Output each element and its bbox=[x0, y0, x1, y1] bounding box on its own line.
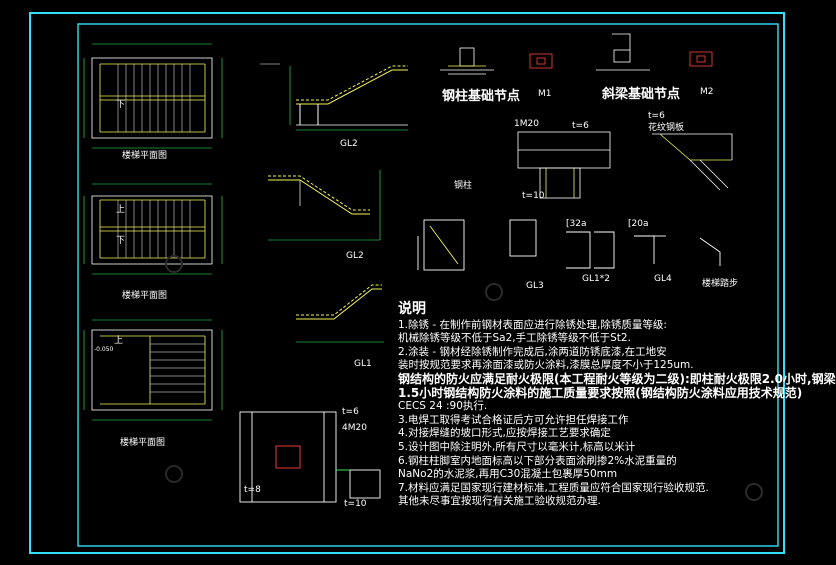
stair-step-label: 楼梯踏步 bbox=[702, 279, 739, 289]
t10-label-column: t=10 bbox=[522, 191, 545, 201]
stair-plan-1 bbox=[83, 43, 223, 149]
gl1-label: GL1 bbox=[354, 359, 372, 369]
inner-border bbox=[77, 23, 779, 547]
t6-label-plate: t=6 bbox=[342, 407, 359, 417]
column-base-title: 钢柱基础节点 bbox=[442, 89, 521, 104]
drawing-canvas: 楼梯平面图 楼梯平面图 楼梯平面图 下 上 下 上 -0.050 GL2 GL2… bbox=[29, 12, 836, 554]
steel-column-detail bbox=[517, 131, 611, 199]
note-line-7: CECS 24 :90执行. bbox=[398, 400, 488, 413]
beam-base-detail bbox=[596, 33, 713, 71]
plan-3-up: 上 bbox=[114, 336, 124, 346]
checkered-plate-detail bbox=[652, 133, 733, 191]
general-notes: 说明 1.除锈 - 在制作前钢材表面应进行除锈处理,除锈质量等级: 机械除锈等级… bbox=[398, 301, 836, 509]
plan-1-down: 下 bbox=[116, 100, 126, 110]
plan-2-up: 上 bbox=[116, 205, 126, 215]
note-line-8: 3.电焊工取得考试合格证后方可允许担任焊接工作 bbox=[398, 413, 629, 426]
note-line-14: 其他未尽事宜按现行有关施工验收规范办理. bbox=[398, 495, 601, 508]
c32a-label: [32a bbox=[566, 219, 587, 229]
note-line-6: 1.5小时钢结构防火涂料的施工质量要求按照(钢结构防火涂料应用技术规范) bbox=[398, 385, 803, 400]
note-line-13: 7.材料应满足国家现行建材标准,工程质量应符合国家现行验收规范. bbox=[398, 481, 709, 494]
note-line-12: NaNo2的水泥浆,再用C30混凝土包裹厚50mm bbox=[398, 468, 618, 481]
plan-2-down: 下 bbox=[116, 236, 126, 246]
gl1x2-label: GL1*2 bbox=[582, 274, 610, 284]
bolt-label: 1M20 bbox=[514, 119, 539, 129]
gl2-middle-label: GL2 bbox=[346, 251, 364, 261]
steel-column-label: 钢柱 bbox=[454, 181, 473, 191]
bottom-plate-detail bbox=[239, 411, 381, 503]
plan-1-title: 楼梯平面图 bbox=[122, 151, 168, 161]
plan-2-title: 楼梯平面图 bbox=[122, 291, 168, 301]
t6-label-top: t=6 bbox=[648, 111, 665, 121]
section-details bbox=[417, 219, 721, 271]
gl2-elevation-upper bbox=[260, 63, 408, 131]
stair-plan-2 bbox=[83, 183, 223, 275]
t10-label-plate: t=10 bbox=[344, 499, 367, 509]
note-line-3: 2.涂装 - 钢材经除锈制作完成后,涂两道防锈底漆,在工地安 bbox=[398, 345, 667, 358]
note-line-11: 6.钢柱柱脚室内地面标高以下部分表面涂刷掺2%水泥重量的 bbox=[398, 454, 677, 467]
checkered-plate-label: 花纹钢板 bbox=[648, 123, 685, 133]
gl2-upper-label: GL2 bbox=[340, 139, 358, 149]
gl2-elevation-middle bbox=[268, 170, 381, 241]
watermark bbox=[165, 255, 763, 507]
c20a-label: [20a bbox=[628, 219, 649, 229]
note-line-4: 装时按规范要求再涂面漆或防火涂料,漆膜总厚度不小于125um. bbox=[398, 359, 694, 372]
elevation-mark: -0.050 bbox=[94, 346, 114, 353]
note-line-9: 4.对接焊缝的坡口形式,应按焊接工艺要求确定 bbox=[398, 427, 611, 440]
t8-label: t=8 bbox=[244, 485, 261, 495]
note-line-10: 5.设计图中除注明外,所有尺寸以毫米计,标高以米计 bbox=[398, 440, 636, 453]
column-base-detail bbox=[440, 47, 553, 75]
stair-plan-3 bbox=[83, 319, 223, 421]
m1-label: M1 bbox=[538, 89, 552, 99]
gl3-label: GL3 bbox=[526, 281, 544, 291]
gl4-label: GL4 bbox=[654, 274, 672, 284]
outer-border bbox=[29, 12, 785, 554]
plan-3-title: 楼梯平面图 bbox=[120, 438, 166, 448]
bolt-4m20-label: 4M20 bbox=[342, 423, 367, 433]
note-line-2: 机械除锈等级不低于Sa2,手工除锈等级不低于St2. bbox=[398, 332, 631, 345]
note-line-1: 1.除锈 - 在制作前钢材表面应进行除锈处理,除锈质量等级: bbox=[398, 318, 667, 331]
cad-drawing bbox=[29, 12, 785, 554]
note-line-5: 钢结构的防火应满足耐火极限(本工程耐火等级为二级):即柱耐火极限2.0小时,钢梁 bbox=[398, 371, 836, 386]
notes-title: 说明 bbox=[398, 301, 426, 317]
m2-label: M2 bbox=[700, 87, 714, 97]
t6-label-column: t=6 bbox=[572, 121, 589, 131]
gl1-elevation bbox=[296, 284, 384, 343]
beam-base-title: 斜梁基础节点 bbox=[602, 87, 681, 102]
